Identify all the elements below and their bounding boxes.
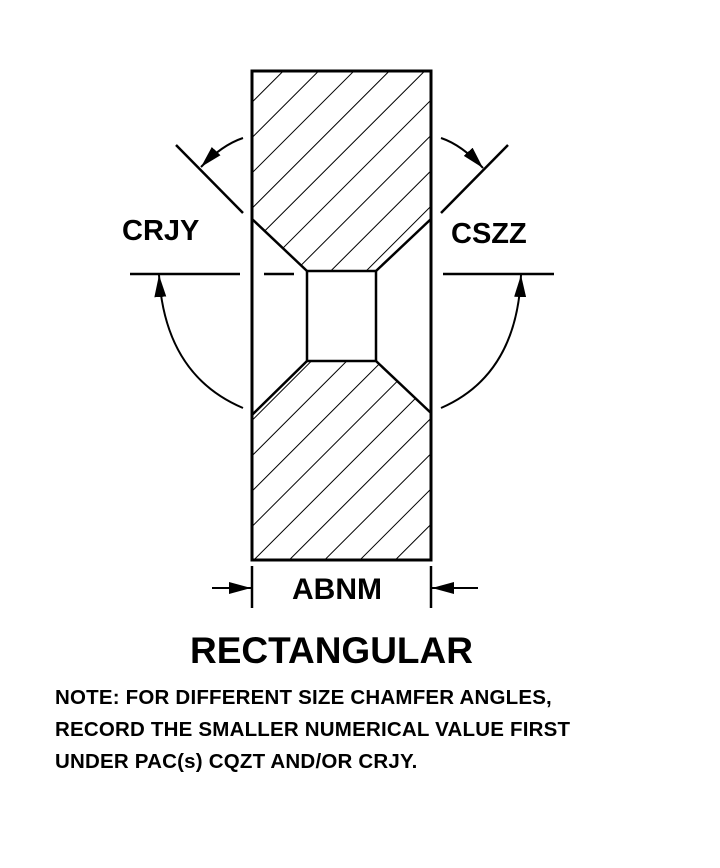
- square-hole: [305, 269, 378, 363]
- chamfer-line: [251, 218, 308, 272]
- bottom-hatched-region: [252, 361, 431, 560]
- chamfer-line: [251, 360, 308, 416]
- label-cszz: CSZZ: [451, 218, 527, 250]
- angle-arc-cszz-lower: [440, 274, 527, 409]
- top-hatched-region: [252, 71, 431, 271]
- label-crjy: CRJY: [122, 215, 200, 247]
- chamfer-line: [375, 360, 432, 414]
- extension-line-right-diag: [440, 144, 509, 214]
- diagram-title: RECTANGULAR: [190, 630, 473, 671]
- chamfer-line: [375, 218, 432, 272]
- angle-arc-crjy-lower: [154, 274, 244, 409]
- note-line-2: RECORD THE SMALLER NUMERICAL VALUE FIRST: [55, 718, 571, 741]
- extension-line-left-diag: [175, 144, 244, 214]
- note-line-1: NOTE: FOR DIFFERENT SIZE CHAMFER ANGLES,: [55, 686, 552, 709]
- note-line-3: UNDER PAC(s) CQZT AND/OR CRJY.: [55, 750, 418, 773]
- label-abnm: ABNM: [292, 573, 382, 606]
- angle-arc-crjy-upper: [200, 137, 244, 168]
- angle-arc-cszz-upper: [440, 137, 484, 169]
- part-outline: [250, 69, 433, 562]
